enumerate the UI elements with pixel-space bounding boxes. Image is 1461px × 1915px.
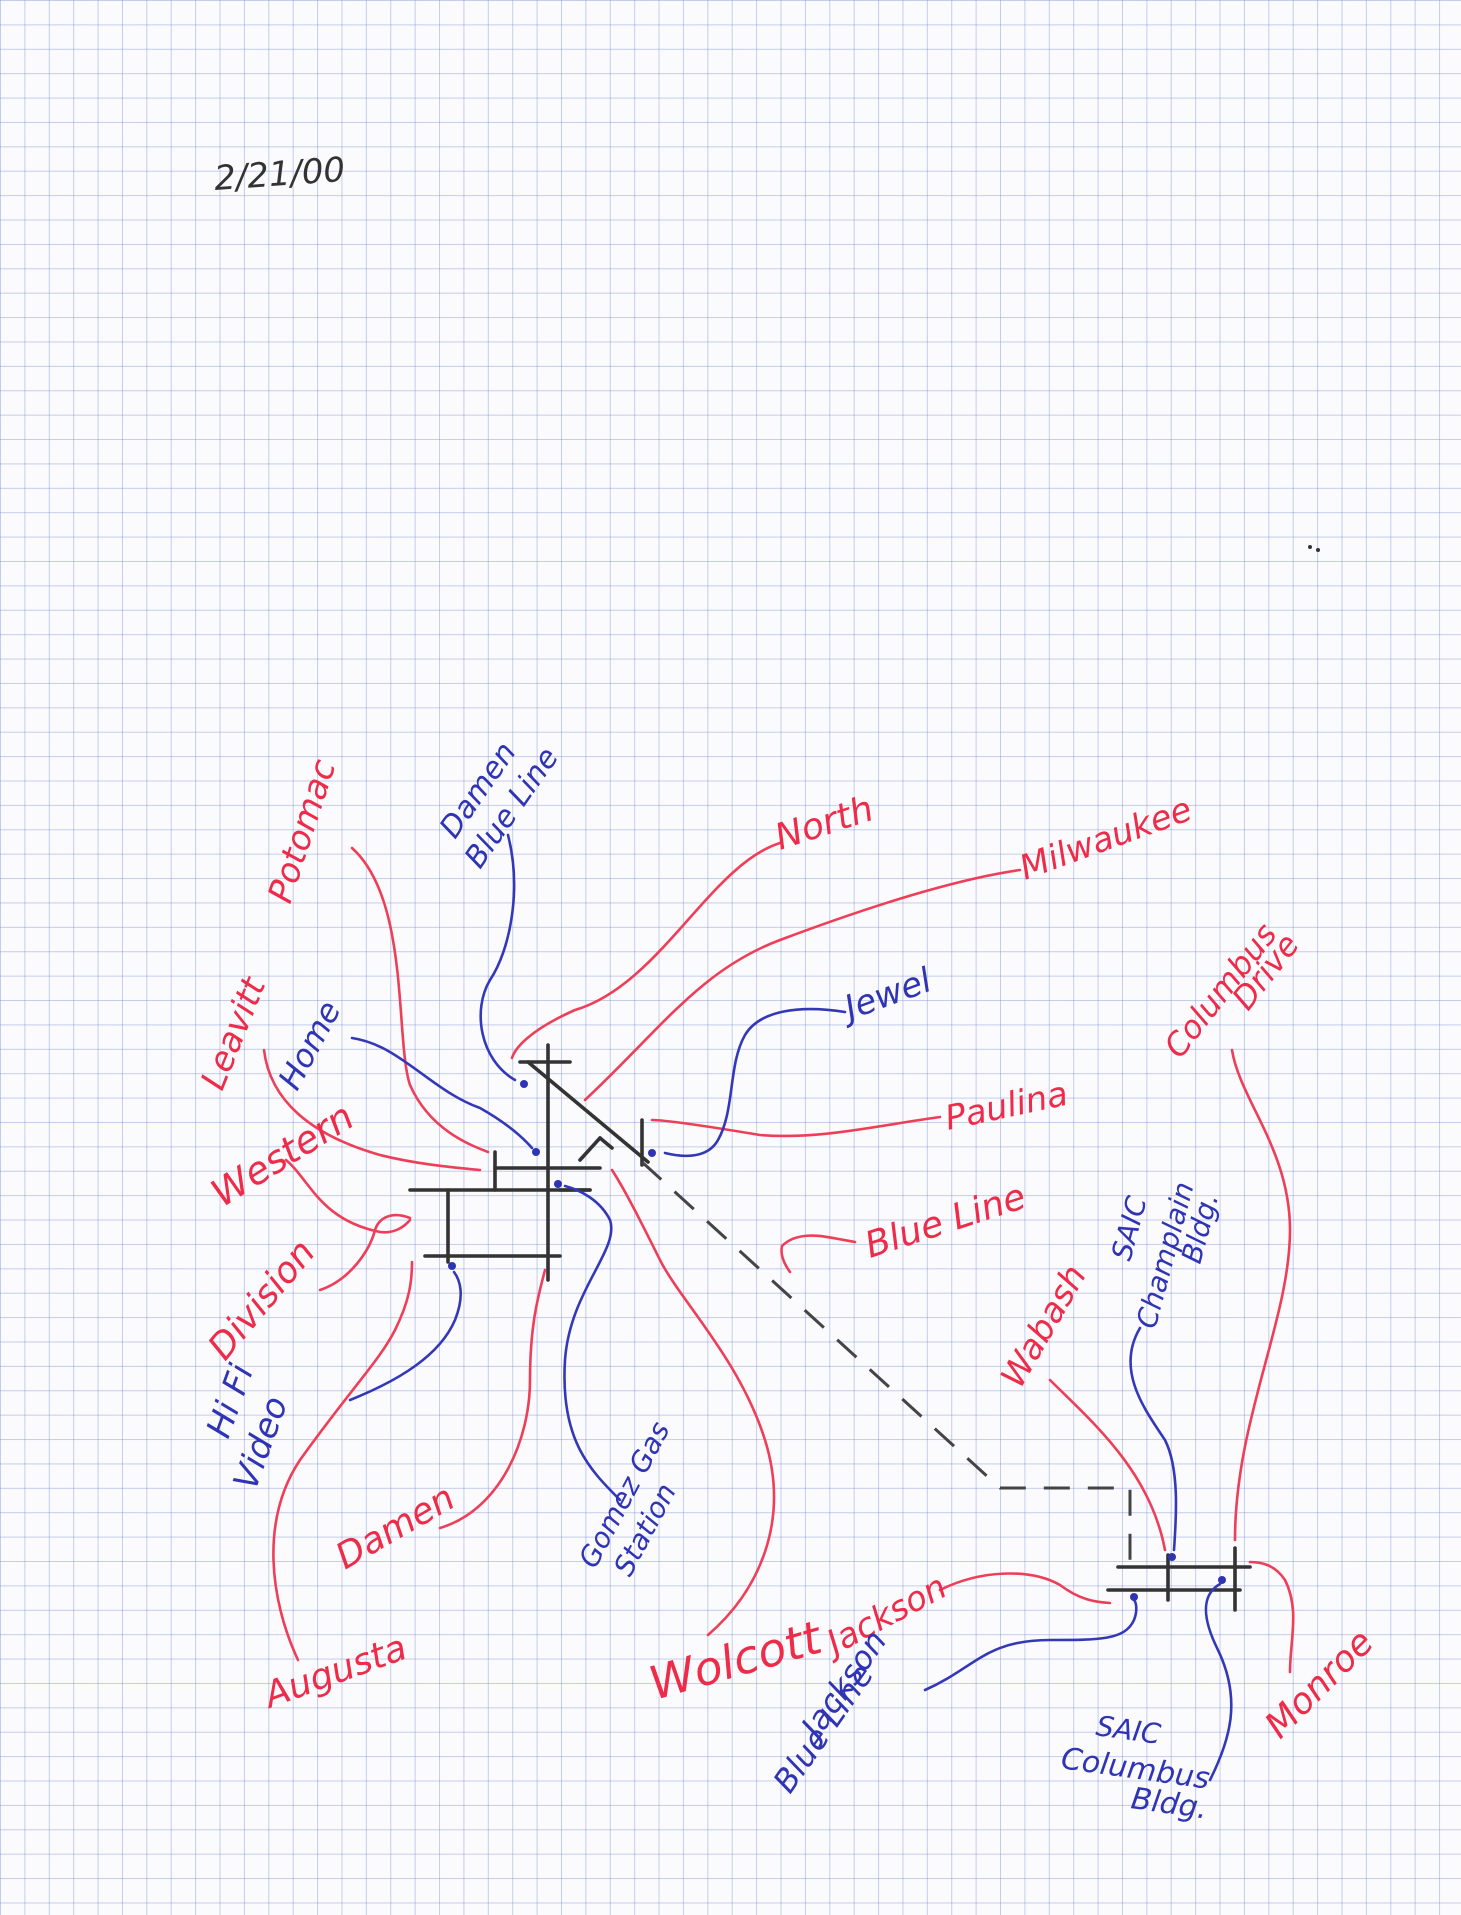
- saic-champlain-dot: [1168, 1553, 1176, 1561]
- west-street-grid: [408, 1043, 650, 1282]
- hifi-video-leader: [348, 1270, 462, 1402]
- columbus-drive-leader: [1230, 1048, 1292, 1542]
- label-monroe: Monroe: [1257, 1622, 1381, 1746]
- jewel-leader: [663, 1007, 847, 1158]
- label-blue-line: Blue Line: [860, 1176, 1031, 1266]
- label-milwaukee: Milwaukee: [1014, 789, 1197, 888]
- landmark-leaders: [348, 833, 1233, 1782]
- east-street-grid: [1106, 1546, 1252, 1612]
- stray-speck: [1316, 548, 1320, 552]
- stray-speck: [1308, 545, 1312, 549]
- sketch-date: 2/21/00: [213, 150, 347, 199]
- label-paulina: Paulina: [942, 1074, 1072, 1139]
- saic-champlain-leader: [1129, 1326, 1178, 1552]
- paulina-leader: [650, 1115, 942, 1138]
- blue-line-leader: [780, 1234, 857, 1274]
- jackson-blue-line-dot: [1130, 1593, 1138, 1601]
- blue-line-route: [640, 1160, 1132, 1560]
- north-leader: [510, 841, 782, 1060]
- gomez-leader: [563, 1184, 622, 1502]
- jewel-dot: [648, 1149, 656, 1157]
- home-dot: [532, 1148, 540, 1156]
- hifi-video-dot: [448, 1262, 456, 1270]
- damen-blue-line-leader: [479, 833, 517, 1082]
- jackson-blue-line-leader: [923, 1598, 1138, 1692]
- jackson-leader: [938, 1572, 1112, 1605]
- wabash-leader: [1048, 1378, 1167, 1552]
- label-potomac: Potomac: [261, 754, 345, 907]
- label-jewel: Jewel: [834, 960, 938, 1030]
- saic-columbus-dot: [1218, 1576, 1226, 1584]
- leavitt-leader: [262, 1048, 482, 1172]
- damen-leader: [438, 1268, 547, 1530]
- milwaukee-leader: [583, 868, 1022, 1102]
- western-leader: [284, 1158, 412, 1234]
- label-wabash: Wabash: [993, 1258, 1095, 1394]
- label-leavitt: Leavitt: [193, 970, 275, 1095]
- gomez-dot: [554, 1180, 562, 1188]
- label-wolcott: Wolcott: [643, 1610, 829, 1711]
- saic-columbus-leader: [1204, 1582, 1233, 1782]
- label-saic-columbus: SAIC: [1094, 1709, 1163, 1751]
- label-augusta: Augusta: [257, 1627, 412, 1717]
- label-north: North: [770, 788, 878, 858]
- street-leaders: [262, 841, 1295, 1674]
- potomac-leader: [350, 846, 490, 1154]
- label-home: Home: [271, 994, 349, 1095]
- damen-blue-line-dot: [520, 1080, 528, 1088]
- home-leader: [350, 1036, 534, 1150]
- label-western: Western: [203, 1094, 361, 1215]
- augusta-leader: [272, 1260, 414, 1662]
- label-division: Division: [200, 1232, 323, 1368]
- monroe-leader: [1248, 1560, 1295, 1674]
- wolcott-leader: [610, 1168, 776, 1637]
- label-saic-champlain: SAIC: [1105, 1192, 1154, 1264]
- label-jackson-station-blue-line: Blue Line: [765, 1657, 881, 1800]
- division-leader: [318, 1213, 412, 1292]
